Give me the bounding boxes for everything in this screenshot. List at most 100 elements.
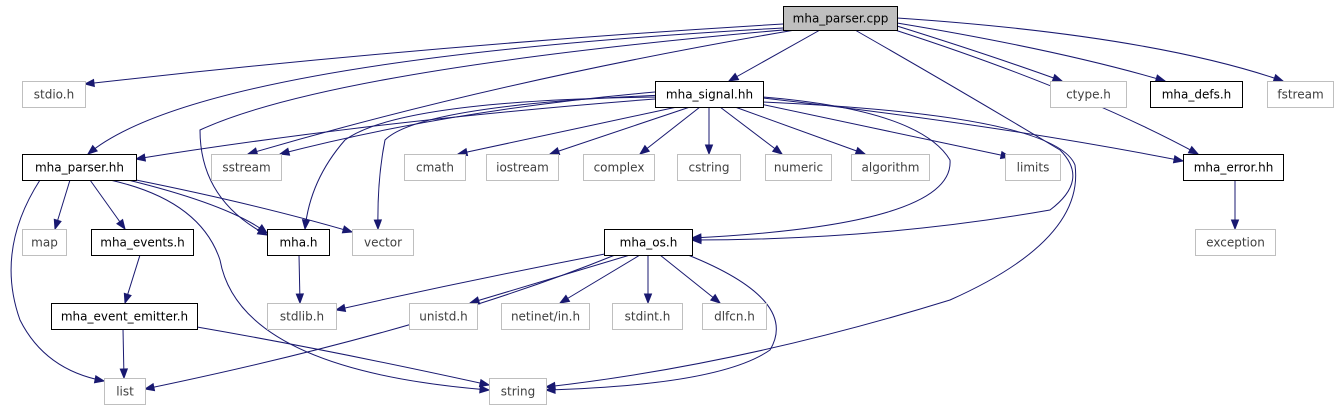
node-label: map — [31, 236, 58, 250]
node-label: limits — [1017, 161, 1050, 175]
edge-mha-parser-cpp-to-mha-defs-h-arrowhead — [1154, 74, 1167, 83]
node-label: netinet/in.h — [511, 310, 580, 324]
node-label: list — [116, 385, 134, 399]
node-stdint-h: stdint.h — [612, 303, 683, 330]
edge-mha-signal-hh-to-mha-h-arrowhead — [301, 219, 311, 231]
node-label: mha.h — [279, 236, 317, 250]
node-box — [51, 303, 198, 330]
edge-mha-parser-cpp-to-sstream — [247, 29, 796, 155]
edge-mha-parser-hh-to-list-arrowhead — [93, 375, 106, 384]
node-label: exception — [1206, 236, 1265, 250]
node-label: mha_signal.hh — [666, 88, 753, 102]
node-label: mha_defs.h — [1162, 88, 1232, 102]
edge-mha-signal-hh-to-mha-error-hh-arrowhead — [1172, 155, 1185, 164]
node-box — [1195, 229, 1276, 256]
edge-mha-signal-hh-to-mha-os-h-arrowhead — [690, 233, 702, 242]
node-label: stdint.h — [625, 310, 671, 324]
edge-mha-event-emitter-h-to-list-arrowhead — [119, 368, 129, 380]
edge-mha-parser-hh-to-string — [109, 179, 490, 391]
node-label: mha_error.hh — [1194, 161, 1274, 175]
node-box — [104, 378, 146, 405]
node-label: unistd.h — [419, 310, 468, 324]
node-mha-parser-cpp[interactable]: mha_parser.cpp — [783, 6, 898, 31]
node-label: mha_parser.cpp — [793, 12, 889, 26]
node-numeric: numeric — [765, 154, 832, 181]
node-box — [501, 303, 590, 330]
node-mha-signal-hh[interactable]: mha_signal.hh — [655, 81, 764, 108]
node-complex: complex — [583, 154, 655, 181]
edge-mha-os-h-to-list-arrowhead — [143, 382, 156, 392]
edge-mha-parser-cpp-to-stdio-h — [84, 23, 784, 85]
node-label: mha_parser.hh — [35, 161, 124, 175]
edge-mha-signal-hh-to-string — [545, 101, 1077, 388]
edge-mha-parser-cpp-to-mha-signal-hh — [728, 29, 821, 82]
node-unistd-h: unistd.h — [409, 303, 478, 330]
edge-mha-parser-hh-to-mha-events-h-arrowhead — [116, 218, 126, 231]
node-stdlib-h: stdlib.h — [267, 303, 337, 330]
edge-mha-parser-cpp-to-fstream — [896, 17, 1284, 82]
node-label: cmath — [416, 161, 454, 175]
edge-mha-os-h-to-string-arrowhead — [544, 385, 556, 394]
edge-mha-signal-hh-to-vector — [377, 94, 666, 230]
node-box — [677, 154, 741, 181]
edge-mha-signal-hh-to-numeric — [719, 106, 783, 155]
node-box — [702, 303, 767, 330]
node-cmath: cmath — [404, 154, 466, 181]
node-mha-h[interactable]: mha.h — [267, 229, 330, 256]
node-label: fstream — [1277, 88, 1323, 102]
edge-mha-h-to-stdlib-h-arrowhead — [295, 293, 305, 305]
edge-mha-parser-cpp-to-mha-os-h — [691, 29, 1074, 241]
node-label: stdlib.h — [280, 310, 324, 324]
edge-mha-parser-hh-to-vector-arrowhead — [341, 225, 354, 234]
edge-mha-signal-hh-to-iostream — [549, 106, 691, 155]
edge-mha-os-h-to-string — [545, 254, 777, 391]
edge-mha-parser-cpp-to-stdio-h-arrowhead — [83, 78, 95, 88]
node-vector: vector — [352, 229, 414, 256]
node-dlfcn-h: dlfcn.h — [702, 303, 767, 330]
edge-mha-os-h-to-dlfcn-h — [659, 254, 721, 304]
node-label: dlfcn.h — [714, 310, 755, 324]
node-netinet-in-h: netinet/in.h — [501, 303, 590, 330]
edge-mha-os-h-to-stdlib-h-arrowhead — [334, 303, 347, 313]
edge-mha-signal-hh-to-mha-parser-hh-arrowhead — [134, 153, 147, 162]
edge-mha-signal-hh-to-vector-arrowhead — [373, 219, 383, 231]
edge-mha-os-h-to-netinet-in-h-arrowhead — [558, 294, 571, 304]
node-box — [1267, 81, 1334, 108]
edge-mha-parser-hh-to-vector — [135, 179, 353, 233]
node-limits: limits — [1005, 154, 1061, 181]
node-iostream: iostream — [486, 154, 559, 181]
node-mha-defs-h[interactable]: mha_defs.h — [1150, 81, 1243, 108]
node-mha-os-h[interactable]: mha_os.h — [604, 229, 693, 256]
node-box — [1150, 81, 1243, 108]
edge-mha-signal-hh-to-numeric-arrowhead — [771, 144, 784, 155]
edge-mha-parser-cpp-to-mha-parser-hh-arrowhead — [86, 144, 99, 155]
node-box — [489, 378, 547, 405]
node-label: vector — [364, 236, 402, 250]
node-mha-events-h[interactable]: mha_events.h — [91, 229, 194, 256]
edge-layer — [10, 17, 1285, 394]
node-box — [1005, 154, 1061, 181]
node-sstream: sstream — [211, 154, 282, 181]
edge-mha-parser-hh-to-mha-h — [127, 179, 268, 234]
node-box — [655, 81, 764, 108]
edge-mha-parser-cpp-to-mha-parser-hh — [87, 27, 784, 155]
node-box — [486, 154, 559, 181]
edge-mha-event-emitter-h-to-string — [196, 326, 490, 386]
node-label: mha_event_emitter.h — [61, 310, 188, 324]
edge-mha-parser-cpp-to-ctype-h-arrowhead — [1051, 73, 1064, 82]
edge-mha-os-h-to-netinet-in-h — [559, 254, 641, 304]
node-mha-error-hh[interactable]: mha_error.hh — [1183, 154, 1284, 181]
edge-mha-signal-hh-to-limits — [759, 103, 1011, 158]
node-box — [22, 229, 67, 256]
node-box — [22, 154, 137, 181]
node-box — [604, 229, 693, 256]
edge-mha-signal-hh-to-cmath — [457, 106, 678, 155]
node-mha-event-emitter-h[interactable]: mha_event_emitter.h — [51, 303, 198, 330]
node-label: sstream — [222, 161, 270, 175]
node-mha-parser-hh[interactable]: mha_parser.hh — [22, 154, 137, 181]
node-box — [91, 229, 194, 256]
edge-mha-os-h-to-stdint-h-arrowhead — [643, 293, 653, 305]
edge-mha-parser-cpp-to-mha-defs-h — [896, 22, 1166, 82]
node-fstream: fstream — [1267, 81, 1334, 108]
